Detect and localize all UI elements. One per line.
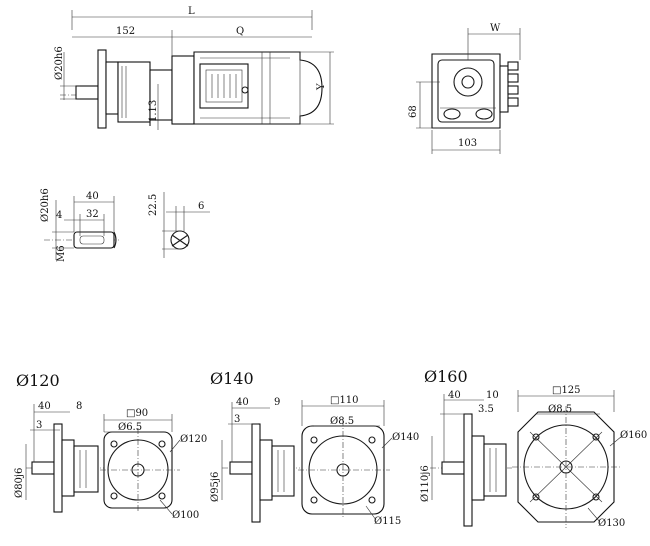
flange-120-view: Ø120 40 8 3 Ø80j6 □90 Ø6.5 Ø120 Ø: [14, 371, 207, 521]
shaft-length: 40: [86, 191, 99, 202]
shaft-dia: Ø20h6: [40, 188, 51, 222]
dim-shaft-diameter: Ø20h6: [54, 46, 65, 80]
flange-120-d40: 40: [38, 401, 51, 412]
flange-140-view: Ø140 40 9 3 Ø95j6 □110 Ø8.5 Ø140 Ø115: [210, 369, 419, 527]
flange-120-title: Ø120: [16, 371, 60, 390]
flange-120-pcd: Ø100: [172, 510, 199, 521]
flange-140-d40: 40: [236, 397, 249, 408]
dim-height: Y: [316, 83, 327, 91]
dim-width: W: [490, 23, 501, 34]
flange-140-spigot: Ø95j6: [210, 472, 221, 502]
flange-140-pcd: Ø115: [374, 516, 401, 527]
dim-side-height: 68: [408, 105, 419, 118]
shaft-detail: Ø20h6 M6 40 4 32: [40, 188, 120, 262]
flange-160-title: Ø160: [424, 367, 468, 386]
dim-flange-length: 152: [116, 26, 135, 37]
key-section: 22.5 6: [148, 192, 210, 258]
shaft-thread: M6: [56, 245, 67, 262]
key-width: 6: [198, 201, 204, 212]
dim-total-length: L: [188, 6, 195, 17]
dim-offset: 1.13: [148, 100, 159, 122]
flange-120-dr: 8: [76, 401, 82, 412]
dim-motor-length: Q: [236, 26, 244, 37]
end-view: W 68 103: [408, 23, 521, 154]
flange-160-dr: 10: [486, 390, 499, 401]
flange-140-outer: Ø140: [392, 432, 419, 443]
shaft-key-length: 32: [86, 209, 99, 220]
main-gearmotor-view: L 152 Q Y Ø20h6 1.13: [54, 6, 334, 130]
flange-160-d40: 40: [448, 390, 461, 401]
flange-160-hole: Ø8.5: [548, 404, 572, 415]
flange-140-dr: 9: [274, 397, 280, 408]
flange-120-square: □90: [126, 408, 148, 419]
flange-140-square: □110: [330, 395, 359, 406]
flange-160-square: □125: [552, 385, 581, 396]
flange-120-d3: 3: [36, 420, 42, 431]
flange-120-spigot: Ø80j6: [14, 468, 25, 498]
shaft-shoulder: 4: [56, 210, 62, 221]
flange-160-spigot: Ø110j6: [420, 465, 431, 502]
flange-160-outer: Ø160: [620, 430, 647, 441]
flange-120-hole: Ø6.5: [118, 422, 142, 433]
flange-140-hole: Ø8.5: [330, 416, 354, 427]
flange-160-d3: 3.5: [478, 404, 494, 415]
flange-120-outer: Ø120: [180, 434, 207, 445]
flange-140-title: Ø140: [210, 369, 254, 388]
dim-base-width: 103: [458, 138, 477, 149]
flange-160-pcd: Ø130: [598, 518, 625, 529]
flange-160-view: Ø160 40 10 3.5 Ø110j6 □125 Ø8.5 Ø160: [420, 367, 647, 529]
key-height: 22.5: [148, 194, 159, 216]
flange-140-d3: 3: [234, 414, 240, 425]
